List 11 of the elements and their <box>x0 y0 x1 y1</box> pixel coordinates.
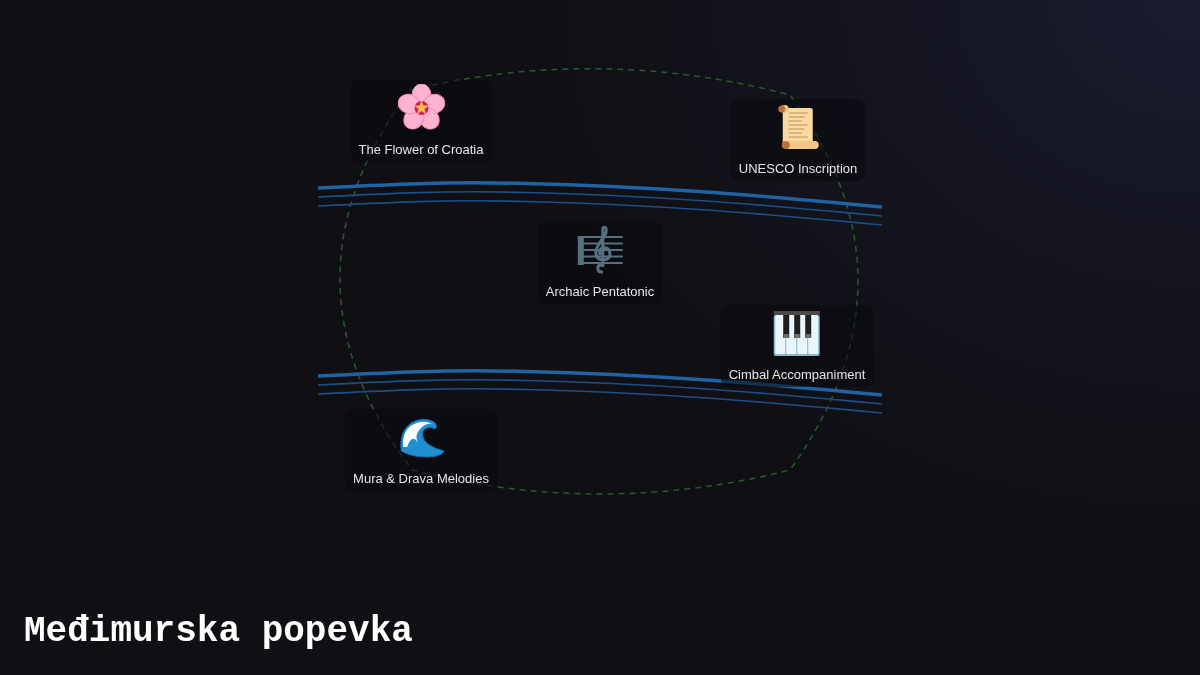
topic-label: The Flower of Croatia <box>358 142 484 158</box>
topic-label: Archaic Pentatonic <box>545 284 655 300</box>
topic-card <box>537 222 663 304</box>
topic-card <box>345 409 497 491</box>
topic-label: Cimbal Accompaniment <box>728 367 866 383</box>
topic-card <box>730 99 866 181</box>
topic-card <box>720 305 874 387</box>
topic-label: Mura & Drava Melodies <box>353 471 489 487</box>
diagram-title: Međimurska popevka <box>24 610 413 654</box>
topic-card <box>350 80 492 162</box>
topic-label: UNESCO Inscription <box>738 161 858 177</box>
